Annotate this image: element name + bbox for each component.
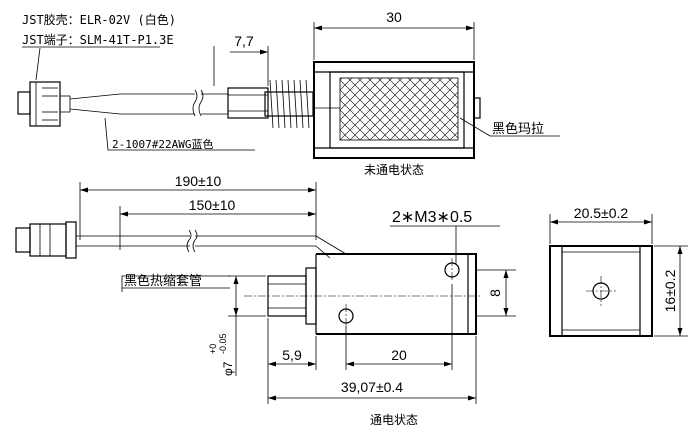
wire-side [76,229,347,259]
wire-bundle [69,89,228,117]
dim-plunger-dia: φ7 [221,361,235,376]
sleeve-label: 黑色热缩套管 [124,273,202,289]
connector-housing-label: JST胶壳：ELR-02V (白色) [22,12,176,27]
solenoid-body-top [313,61,481,159]
sleeve-leader [121,275,230,292]
dim-plunger-tol-lower: -0.05 [218,333,228,354]
dim-wire-strip: 150±10 [189,197,236,213]
state-caption-deenergized: 未通电状态 [364,163,424,177]
dim-screw-spacing: 8 [487,289,503,297]
jst-connector-side [15,221,77,259]
dim-overall: 39,07±0.4 [341,379,403,395]
plunger-spring [227,79,314,129]
plunger-energized [244,267,480,325]
dim-plunger-tol-upper: +0 [208,344,218,354]
dim-body-length: 30 [386,9,402,25]
frame-leader [459,117,491,137]
jst-connector [17,81,71,127]
leader-connector [35,47,41,81]
dim-frame-width: 20.5±0.2 [574,205,629,221]
solenoid-body-side [315,253,477,335]
dim-plunger-ext: 5,9 [282,347,302,363]
dim-frame-height: 16±0.2 [662,269,678,312]
frame-end [549,245,653,337]
bottom-view: 190±10 150±10 黑色热缩套管 [15,173,516,427]
coil-hatch [339,77,459,141]
state-caption-energized: 通电状态 [370,413,418,427]
connector-terminal-label: JST端子：SLM-41T-P1.3E [22,33,174,47]
wire-leader [104,117,255,151]
wire-spec-label: 2-1007#22AWG蓝色 [112,137,213,151]
dim-screw-offset: 20 [391,347,407,363]
top-view: JST胶壳：ELR-02V (白色) JST端子：SLM-41T-P1.3E [17,9,560,177]
dim-wire-total: 190±10 [175,173,222,189]
dim-stroke: 7,7 [234,33,254,49]
frame-label: 黑色玛拉 [492,121,544,137]
mount-screws-label: 2∗M3∗0.5 [392,209,472,226]
end-view: 20.5±0.2 16±0.2 [549,205,688,337]
